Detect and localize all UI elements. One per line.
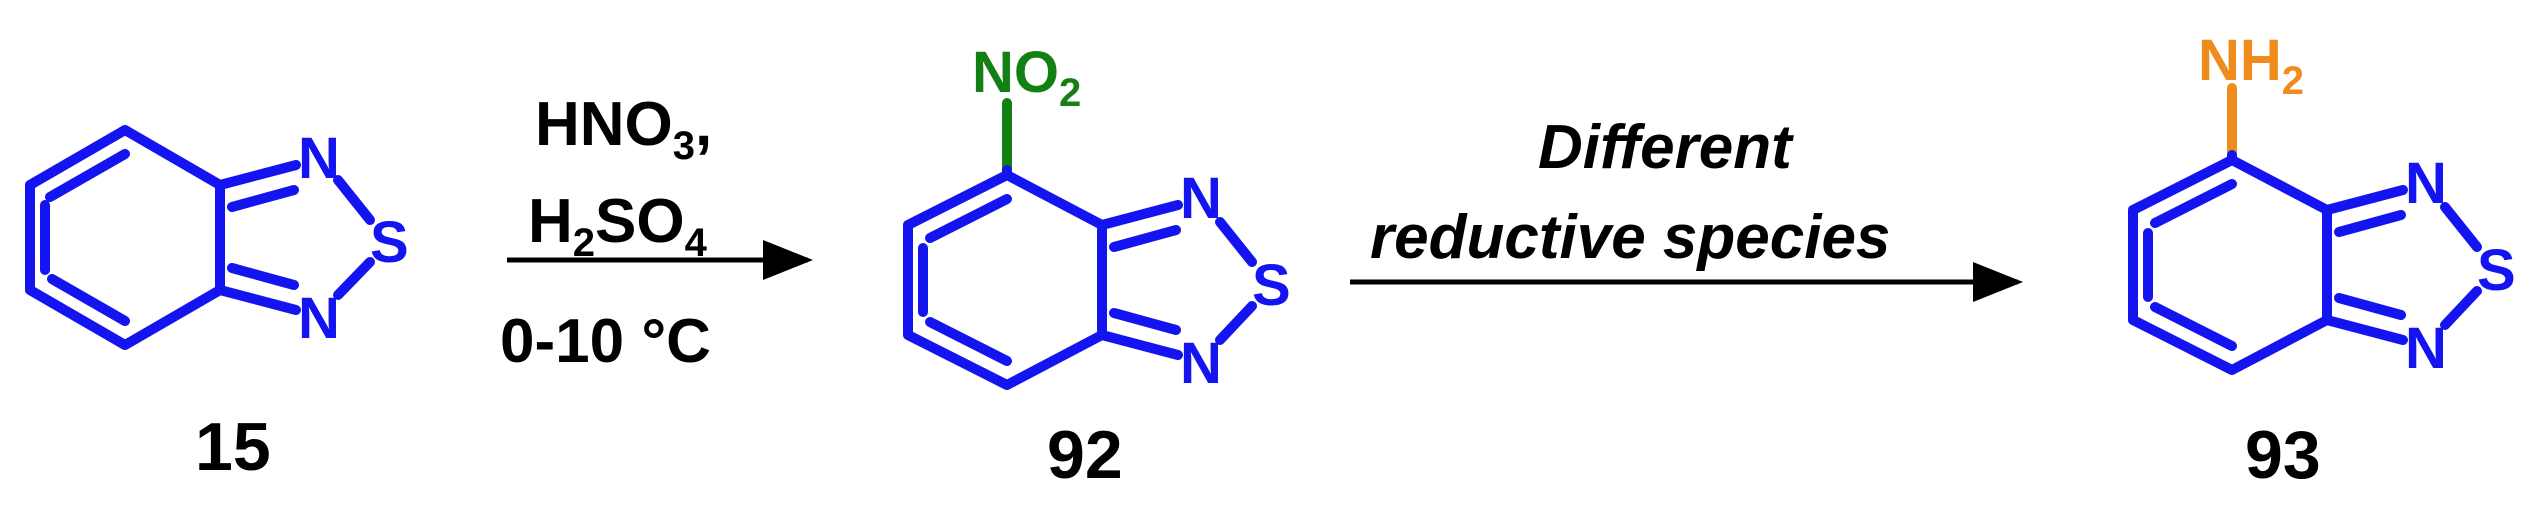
compound-label: 15 bbox=[195, 409, 271, 485]
thiadiazole-ring bbox=[2322, 185, 2482, 345]
reaction-arrow-2: Different reductive species bbox=[1350, 113, 2023, 302]
reagent-sulfuric-acid: H2SO4 bbox=[528, 187, 708, 265]
compound-93: NH2 N S N 93 bbox=[2128, 28, 2516, 493]
compound-label: 93 bbox=[2245, 417, 2321, 493]
sulfur-atom: S bbox=[1252, 253, 1291, 318]
nitrogen-atom-bottom: N bbox=[1180, 331, 1222, 396]
compound-15: N S N 15 bbox=[25, 125, 409, 485]
nitrogen-atom-top: N bbox=[298, 126, 340, 191]
thiadiazole-ring bbox=[1097, 200, 1257, 360]
nitrogen-atom-top: N bbox=[1180, 166, 1222, 231]
amine-group: NH2 bbox=[2198, 28, 2304, 103]
benzene-ring bbox=[2128, 150, 2332, 375]
reagent-line-2: reductive species bbox=[1370, 203, 1890, 272]
reaction-arrow-1: HNO3, H2SO4 0-10 °C bbox=[500, 90, 813, 376]
nitrogen-atom-bottom: N bbox=[2405, 316, 2447, 381]
nitro-group: NO2 bbox=[972, 40, 1081, 115]
benzene-ring bbox=[25, 125, 225, 350]
benzene-ring bbox=[903, 165, 1107, 390]
reagent-line-1: Different bbox=[1538, 113, 1794, 182]
thiadiazole-ring bbox=[215, 160, 375, 315]
temperature-condition: 0-10 °C bbox=[500, 307, 711, 376]
reagent-nitric-acid: HNO3, bbox=[535, 90, 712, 168]
nitrogen-atom-bottom: N bbox=[298, 286, 340, 351]
sulfur-atom: S bbox=[370, 210, 409, 275]
compound-92: NO2 N S N 92 bbox=[903, 40, 1291, 493]
nitrogen-atom-top: N bbox=[2405, 151, 2447, 216]
compound-label: 92 bbox=[1047, 417, 1123, 493]
sulfur-atom: S bbox=[2477, 238, 2516, 303]
